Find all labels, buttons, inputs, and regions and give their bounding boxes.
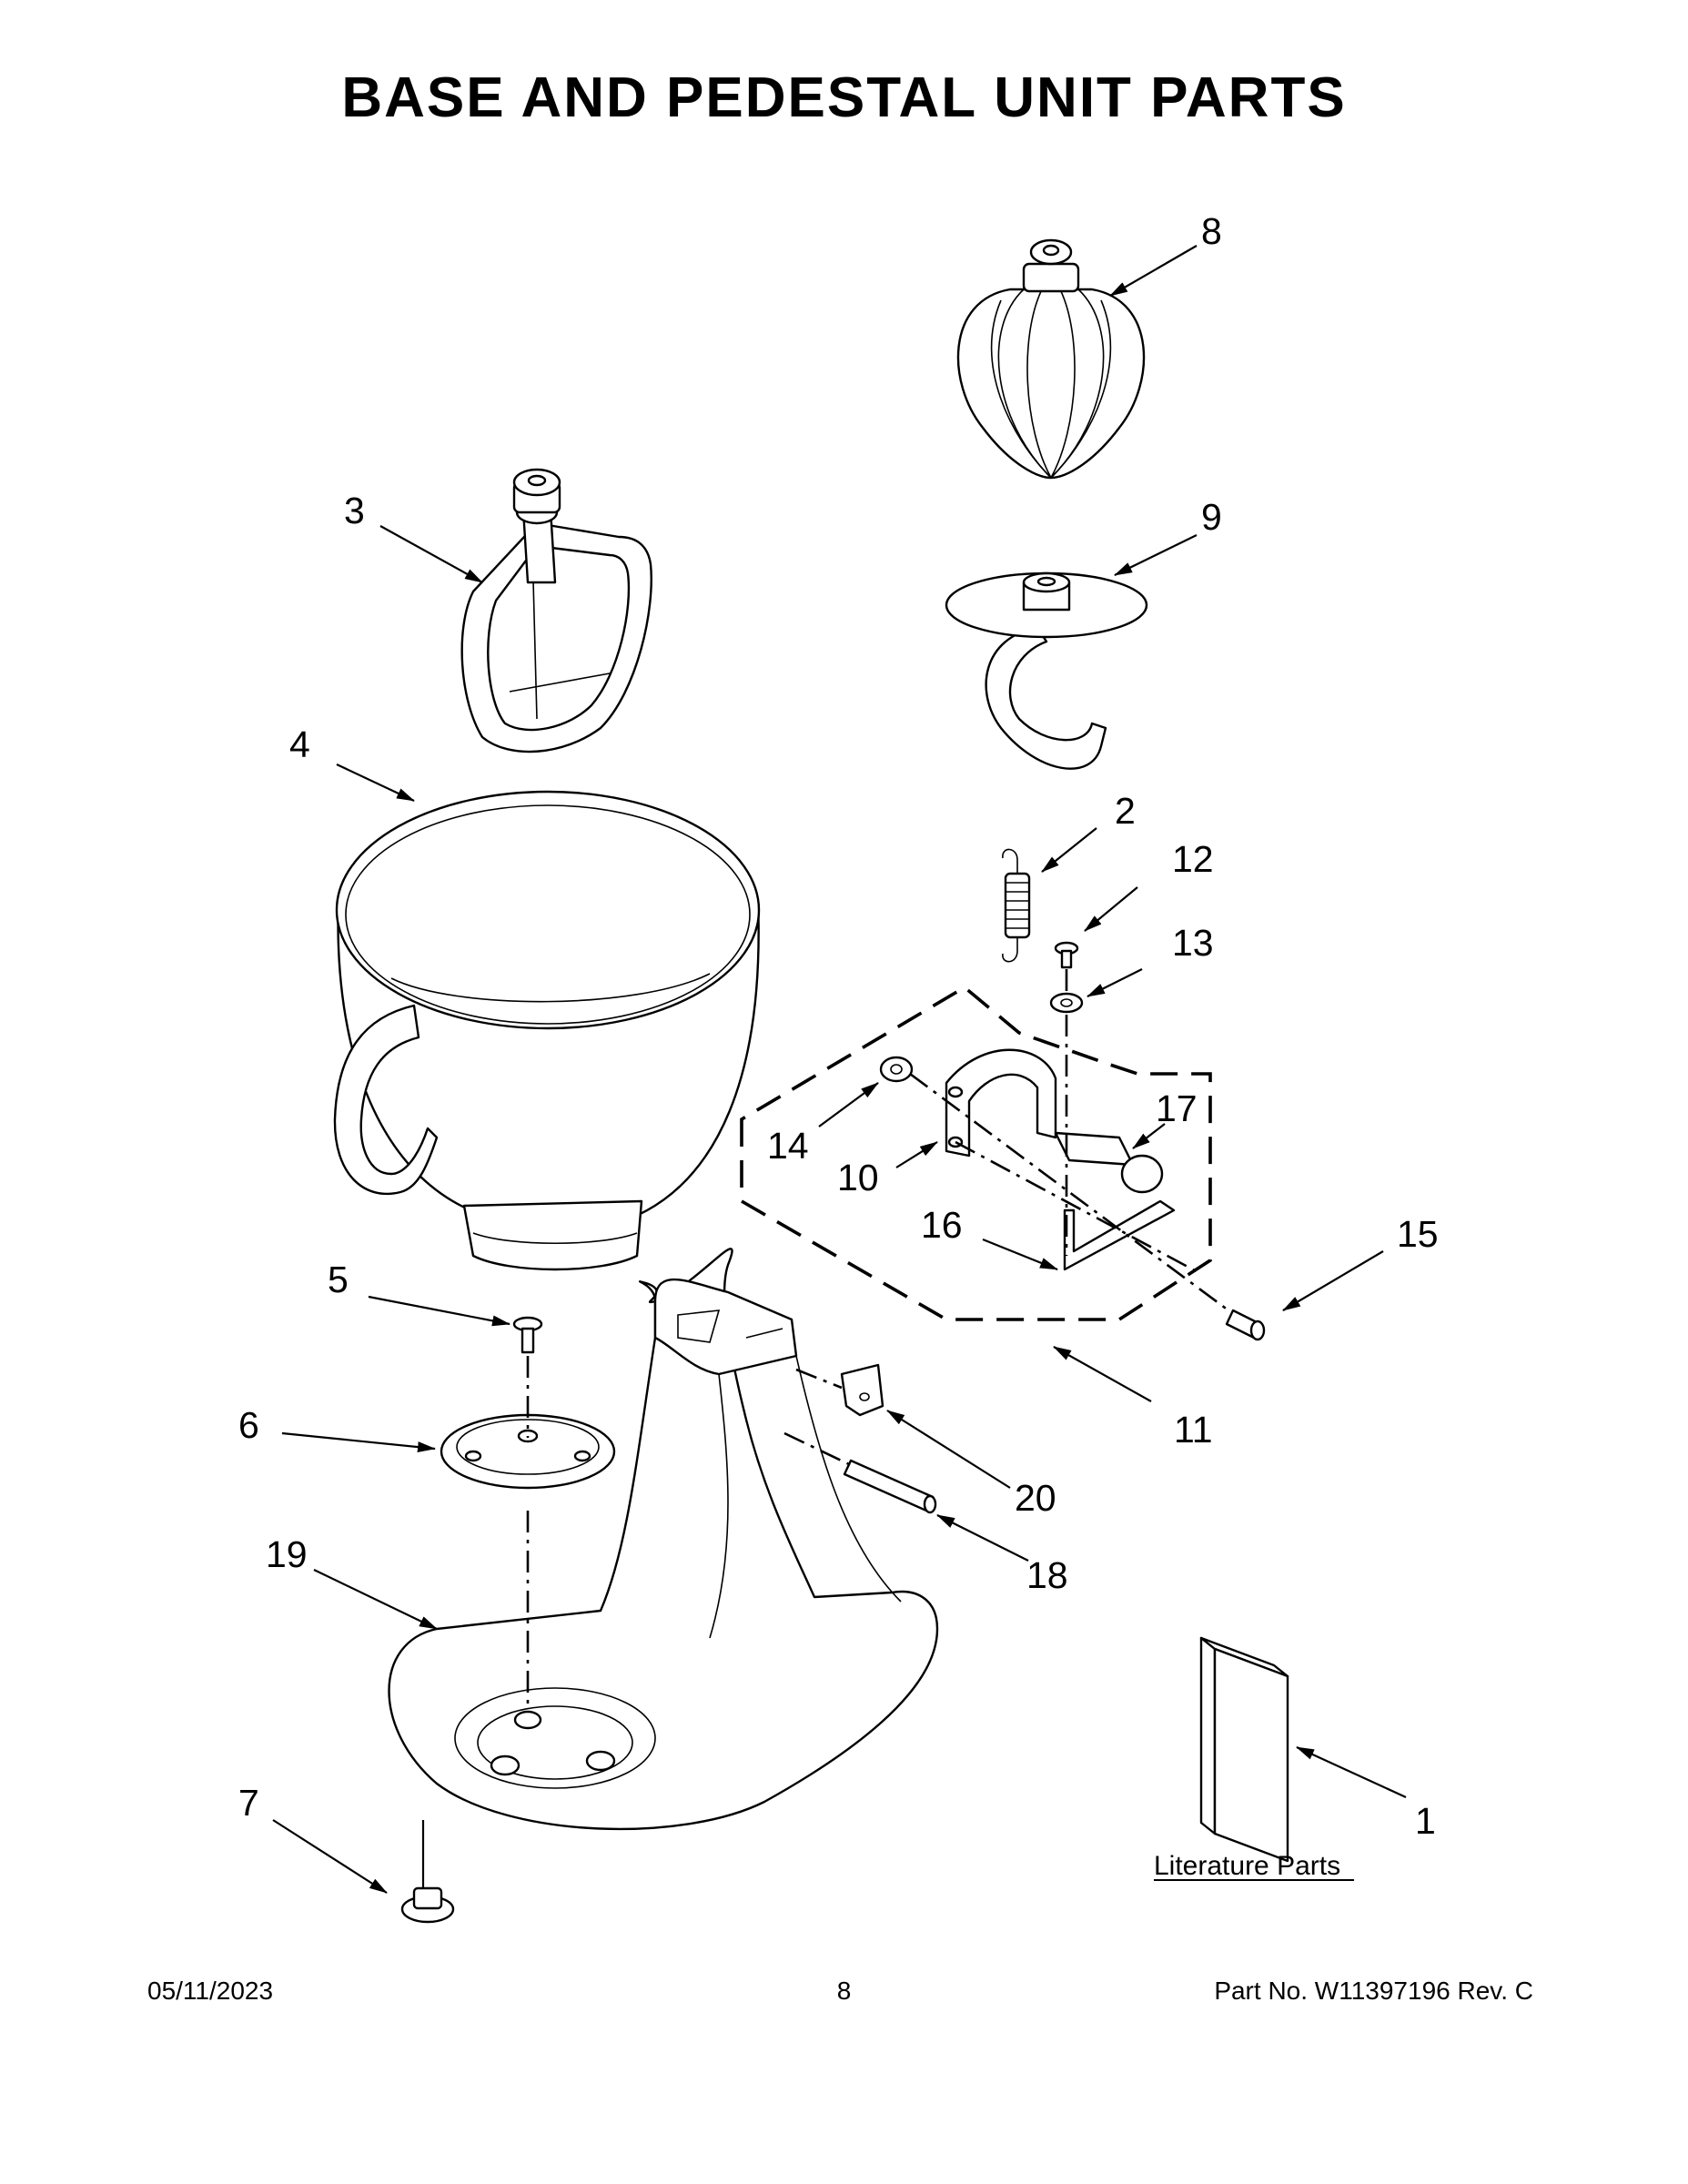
wire-whip-part[interactable] [956,238,1146,480]
pivot-pin-part[interactable] [843,1459,937,1514]
callout-3: 3 [344,490,365,531]
callout-18: 18 [1026,1554,1068,1596]
callout-7: 7 [238,1782,259,1824]
dough-hook-part[interactable] [945,571,1148,770]
callout-5: 5 [328,1259,349,1300]
callout-19: 19 [266,1533,308,1575]
callout-15: 15 [1397,1213,1439,1255]
spring-part[interactable] [1002,848,1031,963]
callout-8: 8 [1201,210,1222,252]
page-title: BASE AND PEDESTAL UNIT PARTS [341,66,1347,129]
mixing-bowl-part[interactable] [333,790,761,1271]
callout-2: 2 [1115,790,1136,832]
lock-rod-part[interactable] [1063,1199,1176,1271]
screw-part[interactable] [512,1316,543,1354]
callout-6: 6 [238,1404,259,1446]
callout-1: 1 [1415,1800,1436,1842]
pedestal-base-part[interactable] [388,1248,939,1831]
leader-arrows [272,245,1407,1894]
callout-14: 14 [767,1125,809,1167]
lever-part[interactable] [1054,1131,1164,1194]
footer-page-number: 8 [836,1977,852,2005]
hinge-pin-part[interactable] [1225,1309,1266,1341]
rubber-foot-part[interactable] [400,1886,455,1924]
assembly-group-outline [740,985,1212,1321]
literature-booklet-part[interactable] [1199,1636,1289,1863]
hinge-bracket-part[interactable] [945,1048,1057,1158]
flat-beater-part[interactable] [460,468,652,753]
callout-13: 13 [1172,922,1214,964]
small-screw-part[interactable] [1054,941,1079,969]
callout-20: 20 [1015,1477,1056,1519]
footer-date: 05/11/2023 [147,1977,274,2005]
callout-11: 11 [1174,1409,1213,1451]
callout-16: 16 [921,1204,963,1246]
washer-part[interactable] [1049,992,1084,1014]
callout-9: 9 [1201,496,1222,538]
callout-4: 4 [289,723,310,765]
footer-part-number: Part No. W11397196 Rev. C [1214,1977,1533,2005]
callout-10: 10 [837,1157,879,1198]
clamping-plate-part[interactable] [440,1413,616,1490]
lock-washer-part[interactable] [879,1056,914,1083]
literature-parts-label: Literature Parts [1154,1851,1340,1881]
assembly-center-lines [421,969,1229,1888]
lock-plate-part[interactable] [840,1363,884,1417]
callout-12: 12 [1172,838,1214,880]
callout-17: 17 [1156,1087,1198,1129]
